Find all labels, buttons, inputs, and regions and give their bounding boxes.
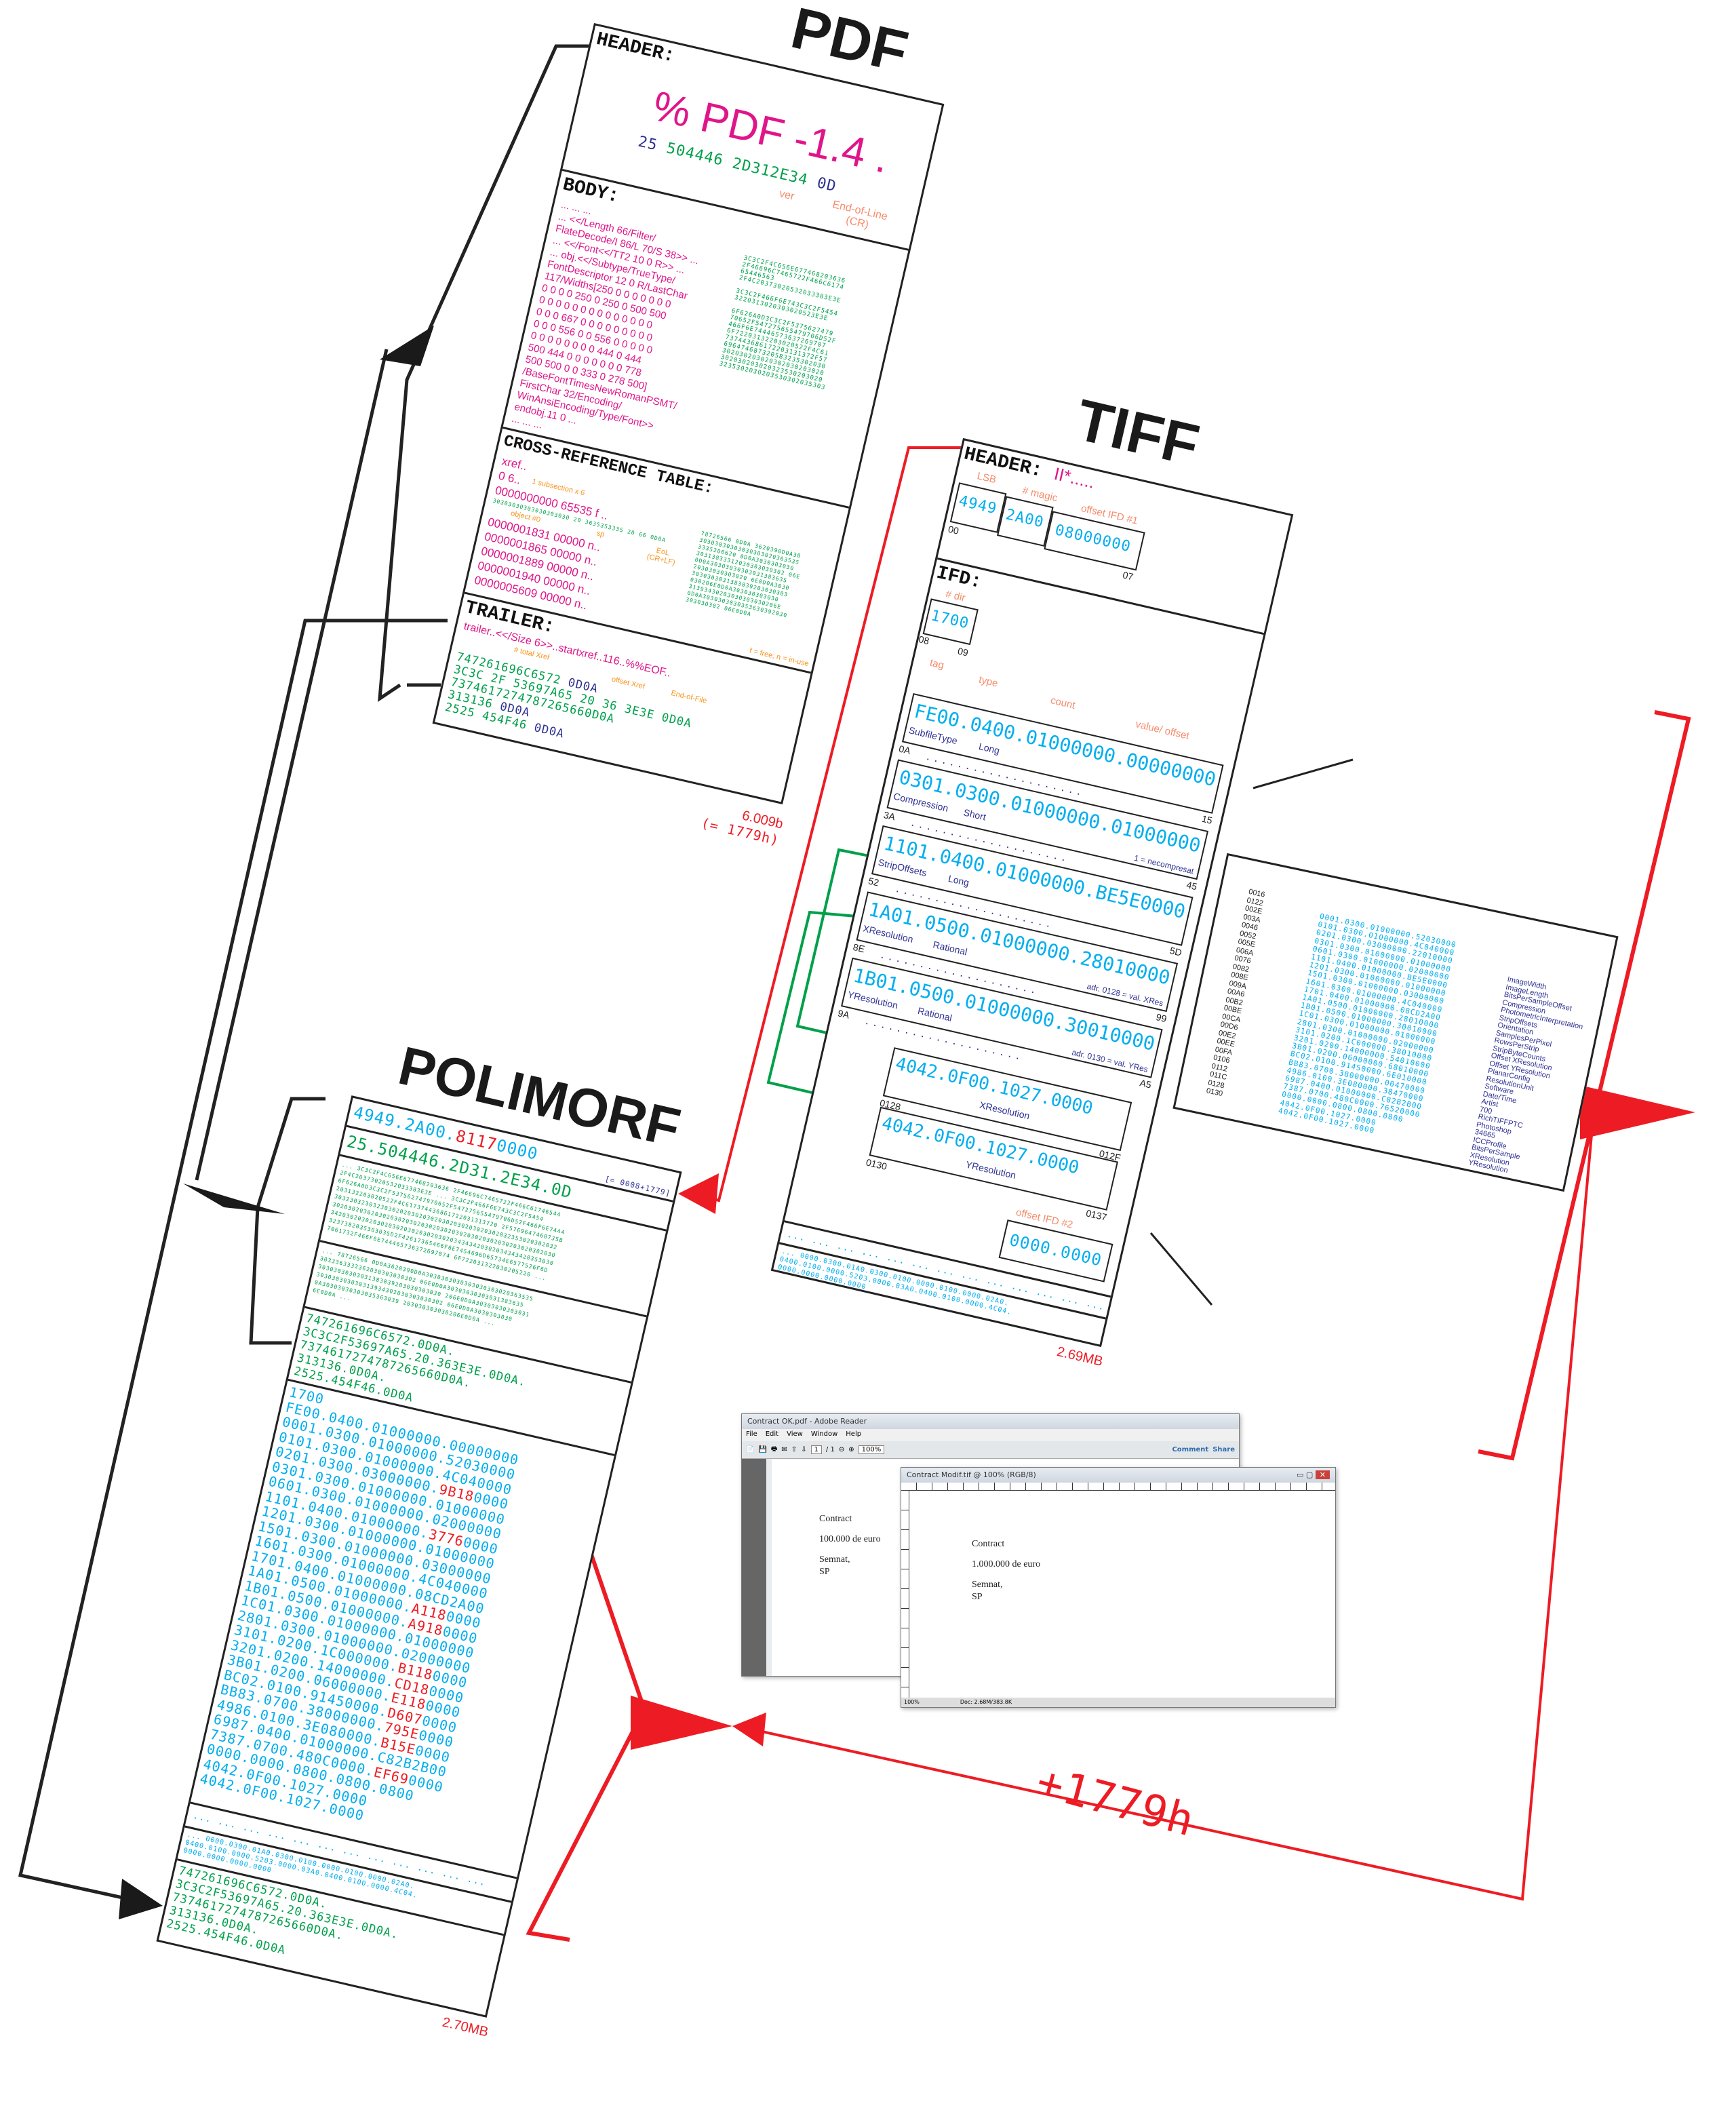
entry-note: 1 = necompresat (1133, 853, 1195, 876)
col-tag: tag (928, 657, 945, 671)
entry-start-offset: 9A (837, 1007, 851, 1021)
menu-item[interactable]: Edit (765, 1430, 779, 1438)
offset-line (752, 1112, 1595, 1901)
comment-button[interactable]: Comment (1172, 1446, 1209, 1453)
zoom-in-icon[interactable]: ⊕ (848, 1446, 854, 1453)
hex-percent: 25 (636, 133, 659, 155)
menu-item[interactable]: File (746, 1430, 757, 1438)
email-icon[interactable]: ✉ (781, 1446, 787, 1453)
doc-line: 1.000.000 de euro (972, 1559, 1041, 1569)
hex-cr: 0D (815, 174, 838, 196)
create-icon[interactable]: 📄 (746, 1446, 755, 1453)
reader-title: Contract OK.pdf - Adobe Reader (742, 1414, 1239, 1429)
col-count: count (1049, 695, 1077, 711)
type-name: Long (977, 741, 1001, 756)
arrow-head (119, 1879, 163, 1919)
doc-line: SP (972, 1592, 983, 1602)
doc-line: Contract (819, 1514, 852, 1524)
pdf-bracket (378, 44, 590, 702)
entry-end-offset: 15 (1200, 813, 1214, 826)
offset-08: 08 (918, 633, 930, 647)
share-button[interactable]: Share (1212, 1446, 1235, 1453)
dir-count-box: 1700 (922, 598, 979, 646)
trailer-to-polimorf-line (18, 619, 448, 1901)
save-icon[interactable]: 💾 (758, 1446, 767, 1453)
body-hex-line (737, 281, 738, 288)
ifd2-offset-box: 0000.0000 (998, 1219, 1113, 1283)
menu-item[interactable]: View (787, 1430, 803, 1438)
page-count: / 1 (825, 1446, 835, 1453)
entry-start-offset: 0A (897, 743, 912, 757)
xref-lines: xref..0 6..0000000000 65535 f ..00000018… (473, 454, 616, 613)
photoshop-window: Contract Modif.tif @ 100% (RGB/8) ▭ ▢ ✕ C… (901, 1467, 1336, 1708)
label-dir: # dir (944, 588, 967, 604)
value-end: 0137 (1084, 1207, 1108, 1223)
label-lsb: LSB (976, 470, 998, 486)
magic-box: 2A00 (997, 496, 1054, 547)
type-name: Short (962, 806, 987, 823)
tiff-red-bracket (1478, 710, 1691, 1461)
doc-line: 100.000 de euro (819, 1534, 881, 1544)
bracket-spikes (119, 326, 434, 1919)
offset-00: 00 (947, 523, 960, 536)
ps-doc-size: Doc: 2.68M/383.8K (960, 1699, 1012, 1705)
entry-start-offset: 8E (852, 941, 866, 955)
reader-sidebar (742, 1459, 766, 1676)
ps-zoom: 100% (904, 1699, 920, 1705)
menu-item[interactable]: Help (846, 1430, 862, 1438)
entry-end-offset: A5 (1139, 1077, 1153, 1091)
col-type: type (977, 673, 1000, 690)
menu-item[interactable]: Window (810, 1430, 838, 1438)
ps-title: Contract Modif.tif @ 100% (RGB/8) (907, 1470, 1036, 1479)
doc-line: SP (819, 1567, 830, 1577)
horizontal-ruler (901, 1483, 1335, 1491)
entry-end-offset: 99 (1155, 1011, 1168, 1025)
entry-end-offset: 45 (1185, 879, 1198, 893)
doc-line: Semnat, (972, 1580, 1003, 1590)
offset-07: 07 (1122, 569, 1135, 583)
zoom-select[interactable]: 100% (858, 1445, 885, 1454)
type-name: Long (947, 872, 970, 888)
doc-line: Contract (972, 1539, 1005, 1549)
note-ver: ver (778, 188, 796, 203)
offset-09: 09 (956, 645, 970, 659)
print-icon[interactable]: 🖶 (770, 1445, 778, 1453)
note-sp: sp (595, 529, 606, 539)
ifd-offset-tail: 0000 (494, 1135, 540, 1164)
page-input[interactable]: 1 (810, 1445, 822, 1454)
value-start: 0130 (865, 1156, 888, 1172)
entry-start-offset: 3A (882, 809, 896, 823)
hex-eol: 0D0A (532, 721, 566, 741)
entry-end-offset: 5D (1168, 945, 1183, 958)
col-value: value/ offset (1134, 718, 1191, 742)
doc-line: Semnat, (819, 1554, 850, 1565)
body-hex-line (732, 301, 734, 308)
zoom-out-icon[interactable]: ⊖ (838, 1446, 845, 1453)
patched-ifd-offset: 8117 (454, 1126, 499, 1154)
entry-start-offset: 52 (867, 875, 880, 888)
prev-page-icon[interactable]: ⇧ (791, 1446, 797, 1453)
next-page-icon[interactable]: ⇩ (801, 1446, 807, 1453)
pdf-to-polimorf-line (195, 349, 389, 1181)
tiff-header-ascii: II*..... (1052, 463, 1097, 492)
vertical-ruler (901, 1491, 909, 1698)
window-controls[interactable]: ▭ ▢ ✕ (1297, 1470, 1330, 1480)
reader-toolbar: 📄💾🖶✉ ⇧ ⇩ 1/ 1 ⊖⊕ 100% Comment Share (742, 1441, 1239, 1459)
